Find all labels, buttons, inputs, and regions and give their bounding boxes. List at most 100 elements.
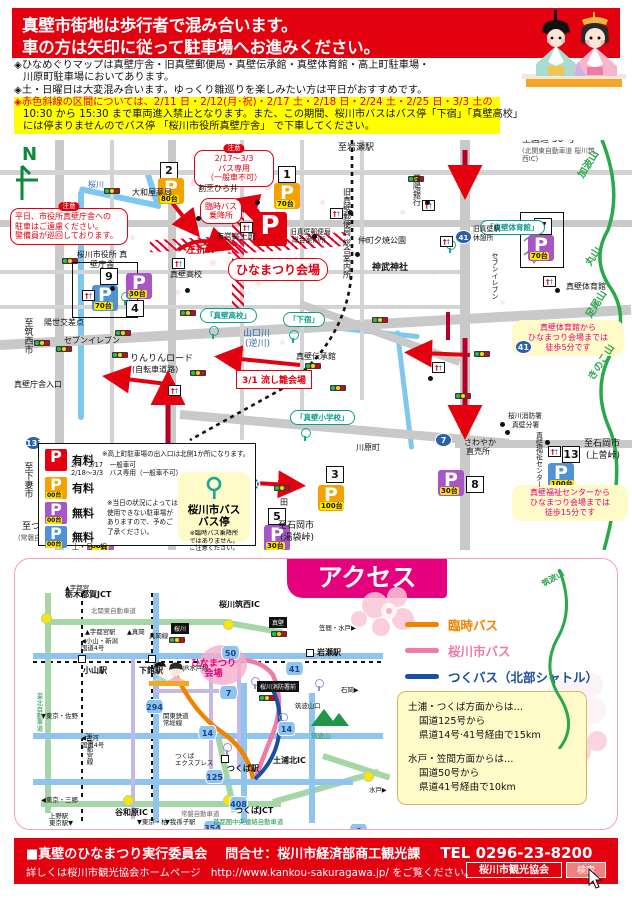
a-shield-41: 41 <box>285 661 304 676</box>
traffic-signal <box>274 485 290 491</box>
busstop-icon <box>300 428 311 441</box>
parking-number-4: 4 <box>126 300 144 317</box>
label-jinmu-shrine: 仲町夕焼公園 <box>358 236 406 245</box>
restroom-icon: †† <box>330 208 343 219</box>
legend-sub-weekend: 土・日・祝 <box>72 543 107 551</box>
label-shimojuku-crossing: 真壁伝承館 <box>296 352 336 361</box>
balloon-np-l2: 駐車はご遠慮ください。 <box>15 221 103 231</box>
sign-sakuragawa: 桜川 <box>171 623 190 634</box>
a-shield-14: 14 <box>198 725 217 740</box>
access-info-box: 土浦・つくば方面からは… 国道125号から 県道14号·41号経由で15km 水… <box>397 691 587 805</box>
parking-number-3: 3 <box>326 466 344 483</box>
label-makabe-branch: 真壁分署 <box>512 421 540 429</box>
balloon-no-parking-cityhall: 注意 平日、市役所真壁庁舎への 駐車はご遠慮ください。 警備員が巡回しております… <box>10 202 128 245</box>
restroom-icon: †† <box>548 446 561 457</box>
busstop-legend-note: ※臨時バス乗降所 ではありません。 ご注意ください。 <box>189 530 239 553</box>
label-makabe-gym: 真壁体育館 <box>566 282 606 291</box>
yellow-note-welfare: 真壁福祉センターから ひなまつり会場までは 徒歩15分です <box>512 485 628 521</box>
parking-number-5: 5 <box>268 508 286 525</box>
header-banner: 真壁市街地は歩行者で混み合います。 車の方は矢印に従って駐車場へお進みください。 <box>12 8 620 58</box>
venue-label: ひなまつり会場 <box>228 258 329 281</box>
busstop-label-shimojuku: 「下宿」 <box>283 312 325 327</box>
label-seven-eleven-east: セブンイレブン <box>490 252 498 300</box>
yellow-note-gym-l2: ひなまつり会場までは <box>528 333 608 342</box>
traffic-signal <box>56 346 72 352</box>
traffic-signal <box>112 352 128 358</box>
lbl-ishioka: 石岡▶ <box>341 686 359 694</box>
lbl-tokyo-kashiwa: ▼東京・柏 <box>137 818 168 826</box>
busstop-legend-icon <box>206 476 222 499</box>
label-to-ishioka-kamiso: 至石岡市 <box>584 439 621 449</box>
acc-bar-rinji <box>405 622 439 627</box>
label-to-ishioka-yubukuro-sub: (湯袋峠) <box>280 533 315 543</box>
legend-note-mid: ※当日の状況によっては 使用できない駐車場が ありますので、予めご 了承ください… <box>107 499 178 536</box>
search-button[interactable]: 検索 <box>566 862 606 878</box>
legend-label-paid-red: 有料 <box>72 454 94 467</box>
legend-cap-pur: 00台 <box>46 517 63 524</box>
balloon-temp-bus-stop: 臨時バス 乗降所 <box>200 198 242 224</box>
route-shield-7: 7 <box>435 433 452 447</box>
parking-cap-3: 100台 <box>320 502 344 510</box>
balloon-tbs-l1: 臨時バス <box>205 202 237 211</box>
acc-info-l5: 国道50号から <box>419 768 480 779</box>
traffic-signal <box>180 310 196 316</box>
acc-label-tsukubus: つくバス（北部シャトル） <box>448 670 599 685</box>
traffic-signal <box>474 351 490 357</box>
label-kawaharacho: 川原町 <box>356 443 380 452</box>
traffic-signal <box>62 258 78 264</box>
traffic-signal <box>34 340 50 346</box>
access-mountain-ridge <box>548 569 570 749</box>
parking-number-1: 1 <box>278 166 296 183</box>
a-shield-7: 7 <box>219 685 238 700</box>
balloon-bus-only-l1: 2/17〜3/3 <box>214 154 254 163</box>
parking-legend-box: P 有料 ※高上町駐車場の出入口は北側1か所になります。 2/4〜2/17 一般… <box>38 443 256 552</box>
footer-tel: TEL 0296-23-8200 <box>440 844 593 862</box>
lbl-oyama-niigata-r4: ◀小山・新潟 国道4号 <box>81 637 118 653</box>
footer-contact: 問合せ：桜川市経済部商工観光課 <box>225 847 421 862</box>
label-kitakanto-ic: (北関東自動車道 桜川筑西IC) <box>522 147 595 163</box>
label-rinrin-road: りんりんロード <box>130 354 194 364</box>
note-line-1: ◈ひなめぐりマップは真壁庁舎・旧真壁郵便局・真壁伝承館・真壁体育館・高上町駐車場… <box>14 60 430 71</box>
lbl-hinamatsuri-venue: ひなまつり 会場 <box>191 659 237 679</box>
access-bus-legend: 臨時バス 桜川市バス つくバス（北部シャトル） <box>405 615 598 693</box>
access-mini-map: 50 294 14 125 408 354 6 7 41 14 桜川 真壁 桜川… <box>23 583 393 829</box>
lbl-koga-r4: ◀古河 国道4号 <box>81 734 105 750</box>
compass-arrow-icon <box>16 164 38 200</box>
parking-7-box <box>520 212 564 268</box>
access-tab-title: アクセス <box>287 559 447 598</box>
restroom-icon: †† <box>432 362 445 373</box>
lbl-joban-expwy: 常磐自動車道 <box>181 810 220 818</box>
parking-cap-8: 30台 <box>440 487 459 495</box>
lbl-yawara-ic: 谷和原IC <box>115 808 148 817</box>
lbl-tsukuba-jct: つくばJCT <box>235 806 274 815</box>
busstop-icon <box>208 326 219 339</box>
label-rinrin-road-sub: (自転車道路) <box>132 365 179 374</box>
label-to-route50: 至国道 50 号 <box>522 140 576 145</box>
lbl-mt-tsukuba: 筑波山 <box>311 732 331 740</box>
legend-note-dates1: 2/4〜2/17 一般車可 <box>71 461 136 469</box>
sign-makabe: 真壁 <box>269 617 288 628</box>
acc-info-l2: 国道125号から <box>419 716 486 727</box>
lbl-shimodate-stn: 下館駅 <box>139 666 163 675</box>
a-shield-14b: 14 <box>277 721 296 736</box>
legend-row-paid-red: P 有料 <box>45 449 94 471</box>
acc-info-l1: 土浦・つくば方面からは… <box>408 702 524 713</box>
parking-marker-main[interactable]: P <box>253 212 287 246</box>
search-box[interactable]: 桜川市観光協会 <box>466 862 562 878</box>
lbl-sakuragawa-chikusei-ic: 桜川筑西IC <box>219 600 260 609</box>
hina-dolls-illustration <box>520 4 628 90</box>
label-makabe-office-entrance: 真壁庁舎入口 <box>14 380 62 389</box>
parking-cap-4: 30台 <box>128 290 147 298</box>
